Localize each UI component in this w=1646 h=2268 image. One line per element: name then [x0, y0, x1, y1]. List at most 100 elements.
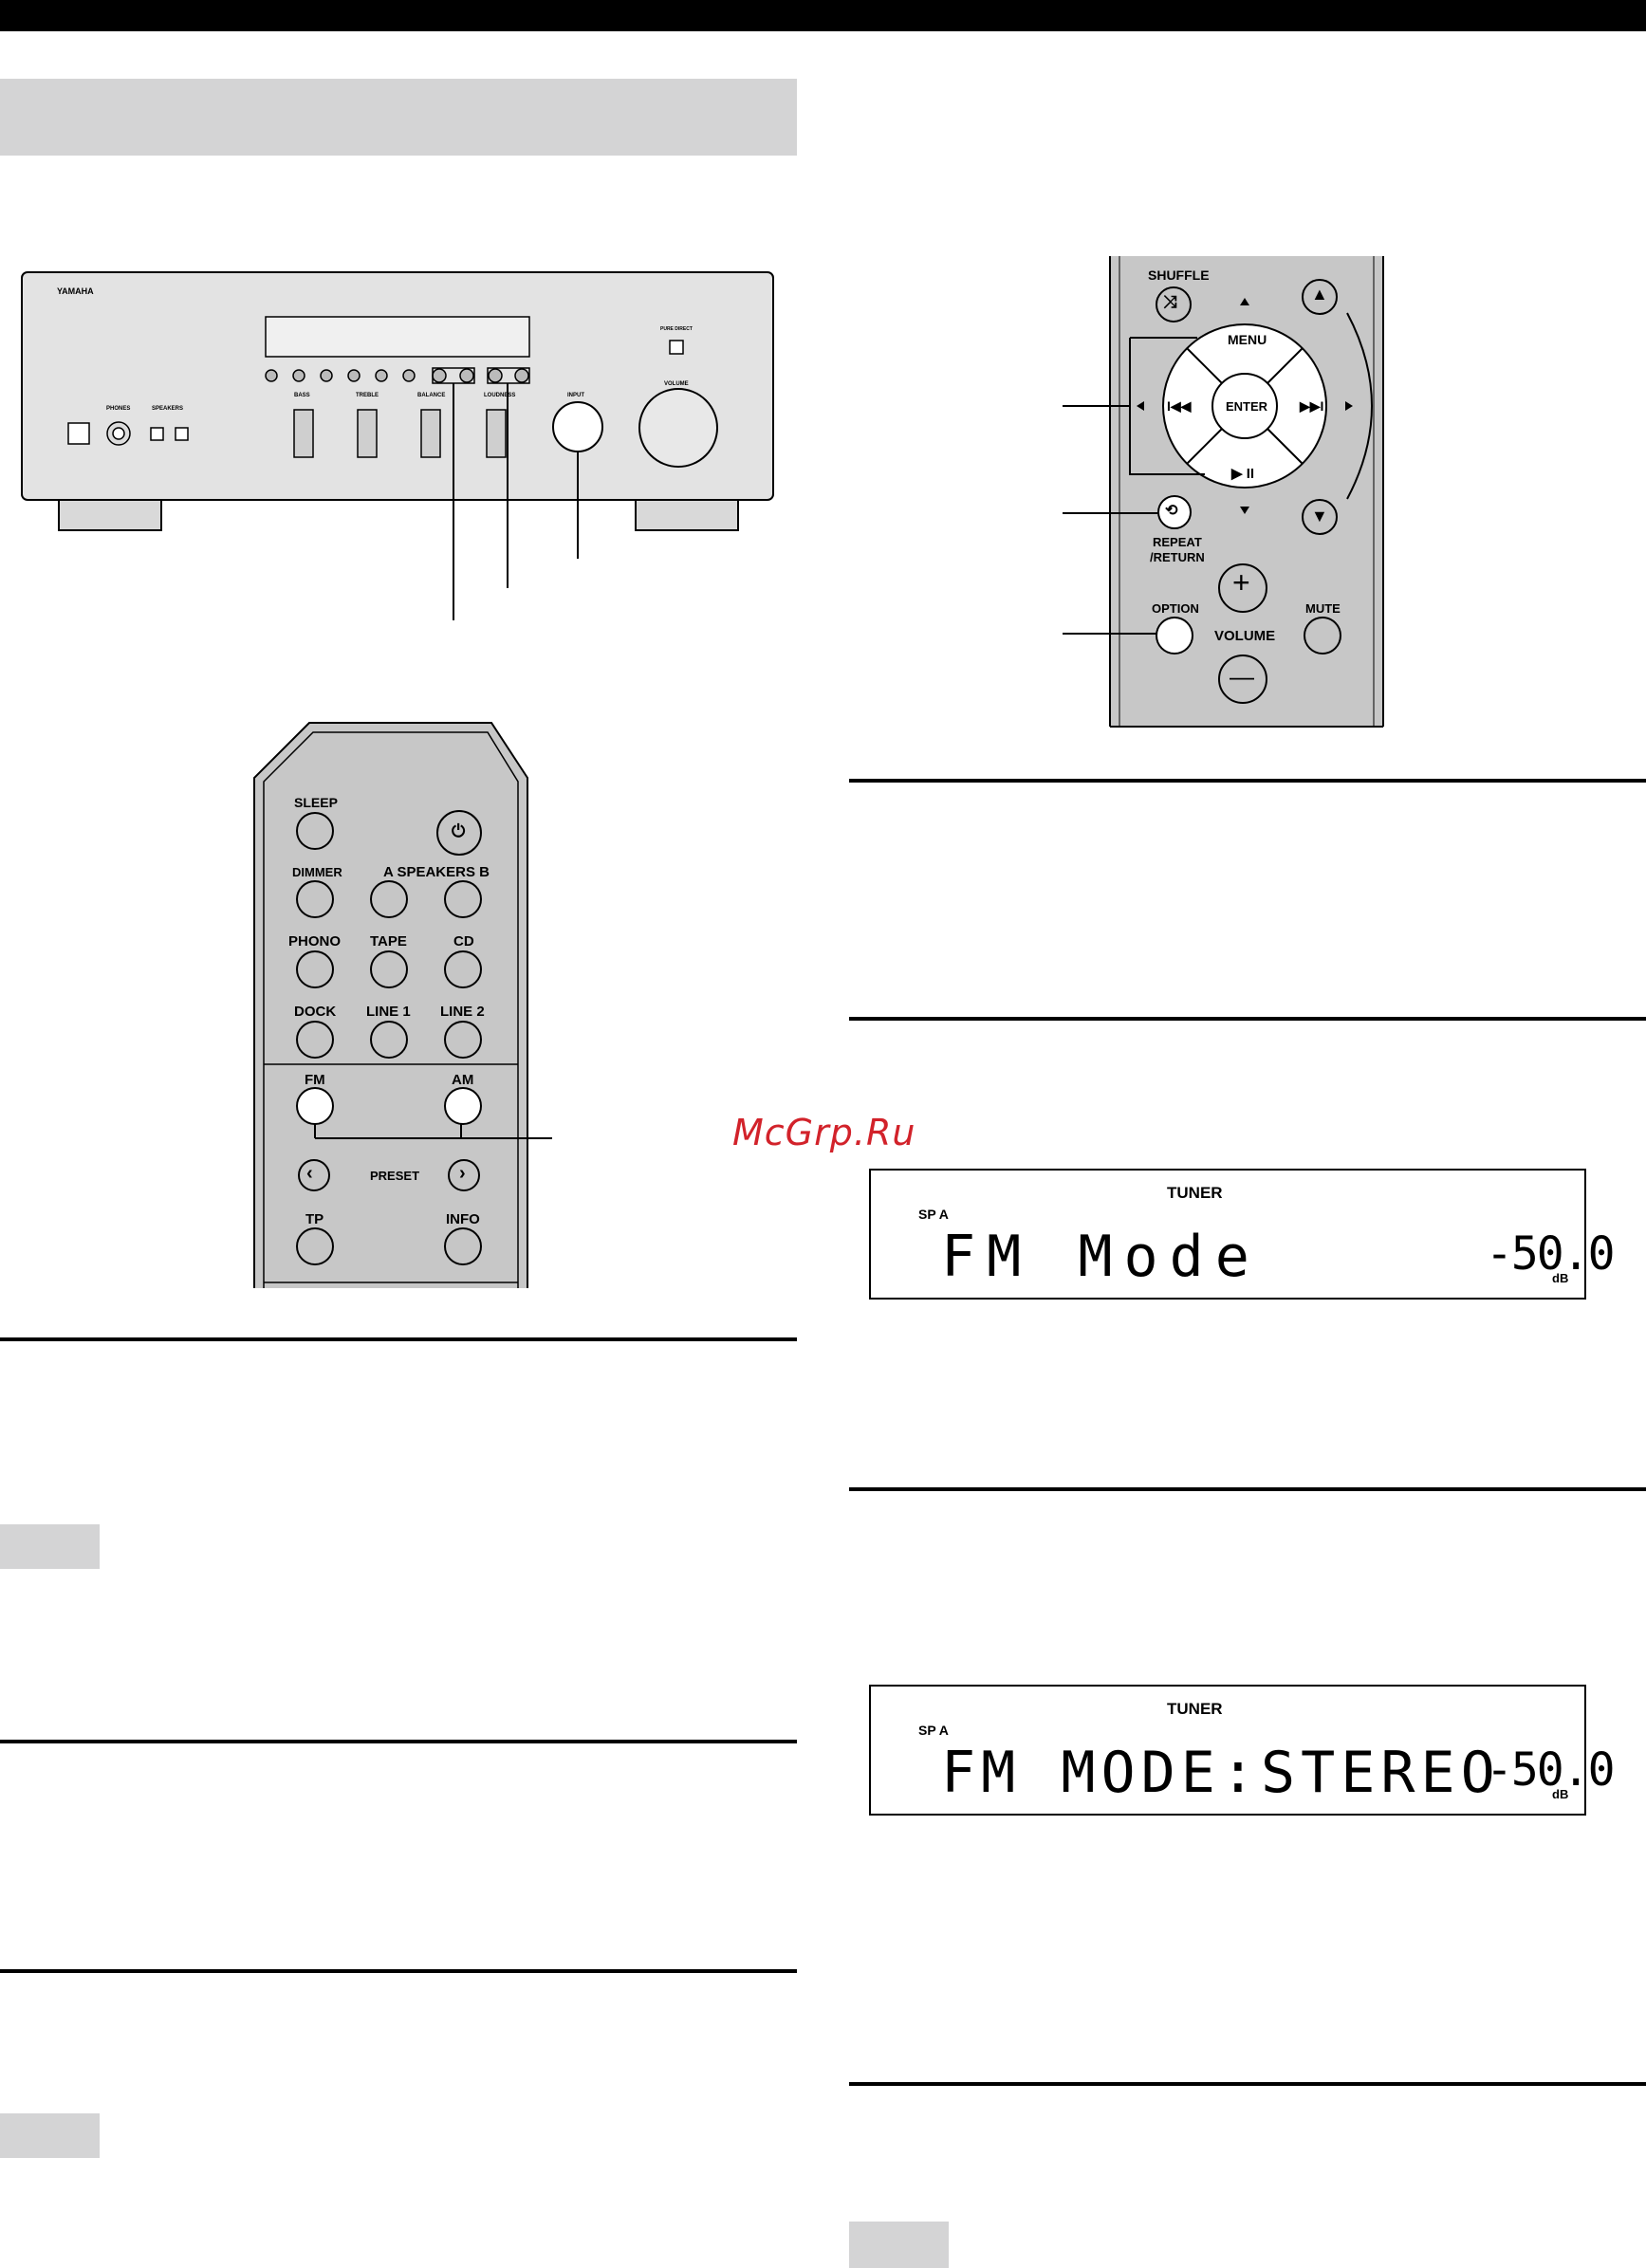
chevron-right-icon: › [459, 1163, 466, 1184]
display-source: TUNER [1167, 1700, 1223, 1718]
repeat-return-button[interactable] [1157, 495, 1192, 529]
display-level: -50.0 [1486, 1743, 1615, 1797]
cd-button[interactable] [444, 950, 482, 988]
speakers-ab-label: A SPEAKERS B [383, 864, 490, 880]
option-label: OPTION [1152, 601, 1199, 616]
display-speakers: SP A [918, 1207, 949, 1222]
tape-button[interactable] [370, 950, 408, 988]
section-divider [849, 2082, 1646, 2086]
cd-label: CD [453, 933, 474, 950]
volume-down-button[interactable] [1218, 655, 1267, 704]
speakers-a-button[interactable] [370, 880, 408, 918]
dock-button[interactable] [296, 1021, 334, 1059]
shuffle-icon: ⤨ [1163, 292, 1177, 311]
enter-button[interactable]: ENTER [1226, 399, 1268, 414]
input-label: INPUT [567, 393, 584, 398]
next-skip-button[interactable]: ▶▶I [1300, 398, 1324, 414]
speakers-b-button[interactable] [444, 880, 482, 918]
note-tab [0, 2113, 100, 2158]
phono-label: PHONO [288, 933, 342, 950]
line2-button[interactable] [444, 1021, 482, 1059]
brand-logo: YAMAHA [57, 286, 94, 296]
display-level: -50.0 [1486, 1227, 1615, 1281]
menu-button[interactable]: MENU [1228, 332, 1267, 347]
dimmer-label: DIMMER [292, 865, 342, 879]
play-pause-button[interactable]: ▶ II [1231, 466, 1255, 482]
section-divider [0, 1337, 797, 1341]
remote-control-illustration: SLEEP ⏻ DIMMER A SPEAKERS B PHONO TAPE C… [252, 721, 556, 1290]
minus-icon: — [1230, 662, 1254, 691]
section-divider [0, 1969, 797, 1973]
prev-skip-button[interactable]: I◀◀ [1167, 398, 1192, 414]
volume-up-button[interactable] [1218, 563, 1267, 613]
front-panel-illustration: YAMAHA PHONES SPEAKERS BASS TREBLE BALAN… [19, 269, 778, 620]
shuffle-button[interactable] [1156, 286, 1192, 323]
phono-button[interactable] [296, 950, 334, 988]
power-icon: ⏻ [452, 821, 466, 840]
dock-label: DOCK [294, 1004, 337, 1020]
dimmer-button[interactable] [296, 880, 334, 918]
display-unit: dB [1552, 1271, 1569, 1285]
up-triangle-icon: ▲ [1311, 285, 1328, 304]
tape-label: TAPE [370, 933, 407, 950]
balance-label: BALANCE [417, 393, 446, 398]
preset-label: PRESET [370, 1169, 420, 1183]
mute-button[interactable] [1304, 617, 1341, 655]
treble-label: TREBLE [356, 393, 379, 398]
return-label: /RETURN [1150, 550, 1205, 564]
phones-label: PHONES [106, 406, 131, 412]
line1-button[interactable] [370, 1021, 408, 1059]
section-divider [849, 1017, 1646, 1021]
section-divider [0, 1740, 797, 1743]
option-button[interactable] [1156, 617, 1193, 655]
page-header-bar [0, 0, 1646, 31]
remote-body-svg [253, 722, 552, 1288]
note-tab [849, 2222, 949, 2268]
chevron-left-icon: ‹ [306, 1163, 313, 1184]
front-panel-svg [21, 271, 774, 620]
display-unit: dB [1552, 1787, 1569, 1801]
repeat-label: REPEAT [1153, 535, 1202, 549]
display-source: TUNER [1167, 1184, 1223, 1202]
speakers-label: SPEAKERS [152, 406, 184, 412]
shuffle-label: SHUFFLE [1148, 267, 1210, 283]
mute-label: MUTE [1305, 601, 1341, 616]
front-display-1: TUNER SP A FM Mode -50.0 dB [869, 1169, 1615, 1300]
tp-label: TP [305, 1211, 324, 1227]
am-label: AM [452, 1072, 474, 1088]
watermark: McGrp.Ru [732, 1112, 916, 1153]
loudness-label: LOUDNESS [484, 393, 516, 398]
info-label: INFO [446, 1211, 480, 1227]
display-text: FM MODE:STEREO [941, 1740, 1501, 1806]
preset-prev-button[interactable] [298, 1159, 330, 1191]
volume-label: VOLUME [664, 381, 689, 387]
power-button[interactable] [436, 810, 482, 856]
plus-icon: + [1232, 565, 1250, 599]
down-triangle-icon: ▼ [1311, 507, 1328, 526]
pure-direct-label: PURE DIRECT [660, 326, 693, 332]
sleep-label: SLEEP [294, 795, 338, 810]
note-tab [0, 1524, 100, 1569]
section-heading-box [0, 79, 797, 156]
am-button[interactable] [444, 1087, 482, 1125]
sleep-button[interactable] [296, 812, 334, 850]
fm-button[interactable] [296, 1087, 334, 1125]
line1-label: LINE 1 [366, 1004, 411, 1020]
tp-button[interactable] [296, 1227, 334, 1265]
display-text: FM Mode [941, 1224, 1261, 1290]
section-divider [849, 779, 1646, 783]
section-divider [849, 1487, 1646, 1491]
volume-label: VOLUME [1214, 628, 1276, 644]
info-button[interactable] [444, 1227, 482, 1265]
remote-nav-illustration: SHUFFLE ⤨ ▲ ▼ MENU ENTER I◀◀ ▶▶I ▶ II ⟲ … [1063, 256, 1385, 730]
front-display-2: TUNER SP A FM MODE:STEREO -50.0 dB [869, 1685, 1615, 1816]
bass-label: BASS [294, 393, 310, 398]
up-button[interactable] [1302, 279, 1338, 315]
repeat-icon: ⟲ [1165, 503, 1178, 519]
fm-label: FM [305, 1072, 325, 1088]
down-button[interactable] [1302, 499, 1338, 535]
remote-nav-svg [1063, 256, 1384, 728]
preset-next-button[interactable] [448, 1159, 480, 1191]
display-speakers: SP A [918, 1723, 949, 1738]
line2-label: LINE 2 [440, 1004, 485, 1020]
